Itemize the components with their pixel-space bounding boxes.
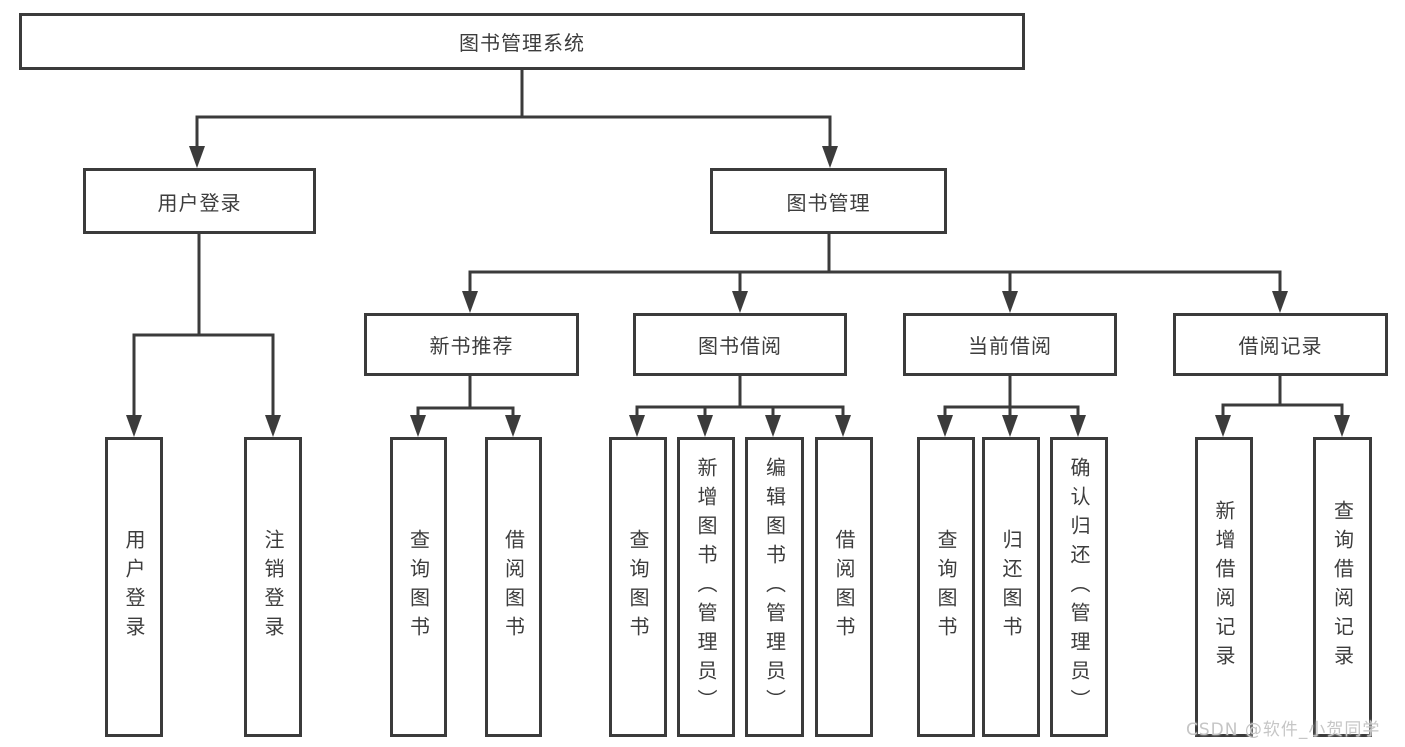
node-label: 查询借阅记录 [1330, 500, 1355, 674]
leaf-query-books-current: 查询图书 [917, 437, 975, 737]
node-label: 图书管理 [786, 190, 871, 215]
node-label: 确认归还（管理员） [1067, 456, 1091, 718]
connector-root-to-level2 [189, 69, 838, 168]
node-label: 用户登录 [157, 190, 242, 215]
connector-record-to-leaves [1215, 376, 1350, 437]
node-label: 注销登录 [261, 529, 285, 645]
node-book-borrow: 图书借阅 [633, 313, 847, 376]
leaf-confirm-return-admin: 确认归还（管理员） [1050, 437, 1108, 737]
leaf-add-borrow-record: 新增借阅记录 [1195, 437, 1253, 737]
node-label: 新增借阅记录 [1212, 500, 1236, 674]
node-label: 用户登录 [122, 529, 146, 645]
connector-borrow-to-leaves [629, 376, 851, 437]
node-label: 当前借阅 [968, 334, 1052, 358]
leaf-borrow-books-newbook: 借阅图书 [485, 437, 542, 737]
leaf-return-books: 归还图书 [982, 437, 1040, 737]
node-new-book-recommend: 新书推荐 [364, 313, 579, 376]
node-label: 借阅记录 [1238, 334, 1323, 358]
leaf-query-books-newbook: 查询图书 [390, 437, 447, 737]
node-label: 查询图书 [626, 529, 650, 645]
connector-userlogin-to-leaves [126, 233, 281, 437]
connector-current-to-leaves [937, 376, 1086, 437]
leaf-query-books-borrow: 查询图书 [609, 437, 667, 737]
node-library-system: 图书管理系统 [19, 13, 1025, 70]
node-label: 归还图书 [999, 529, 1023, 645]
connector-newbook-to-leaves [410, 376, 521, 437]
node-label: 编辑图书（管理员） [762, 456, 787, 718]
connector-bookmgmt-to-level3 [462, 233, 1288, 313]
node-user-login: 用户登录 [83, 168, 316, 234]
node-book-management: 图书管理 [710, 168, 947, 234]
leaf-user-login: 用户登录 [105, 437, 163, 737]
csdn-watermark: CSDN @软件_小贺同学 [1186, 720, 1381, 740]
node-label: 借阅图书 [832, 529, 856, 645]
node-label: 新增图书（管理员） [694, 456, 718, 718]
node-label: 查询图书 [406, 529, 431, 645]
node-label: 查询图书 [934, 529, 958, 645]
node-borrow-record: 借阅记录 [1173, 313, 1388, 376]
leaf-query-borrow-record: 查询借阅记录 [1313, 437, 1372, 737]
node-label: 借阅图书 [501, 529, 526, 645]
leaf-edit-book-admin: 编辑图书（管理员） [745, 437, 804, 737]
leaf-borrow-books: 借阅图书 [815, 437, 873, 737]
node-label: 图书借阅 [698, 334, 782, 358]
node-current-borrow: 当前借阅 [903, 313, 1117, 376]
leaf-add-book-admin: 新增图书（管理员） [677, 437, 735, 737]
leaf-logout: 注销登录 [244, 437, 302, 737]
node-label: 图书管理系统 [459, 31, 585, 55]
node-label: 新书推荐 [429, 334, 514, 358]
